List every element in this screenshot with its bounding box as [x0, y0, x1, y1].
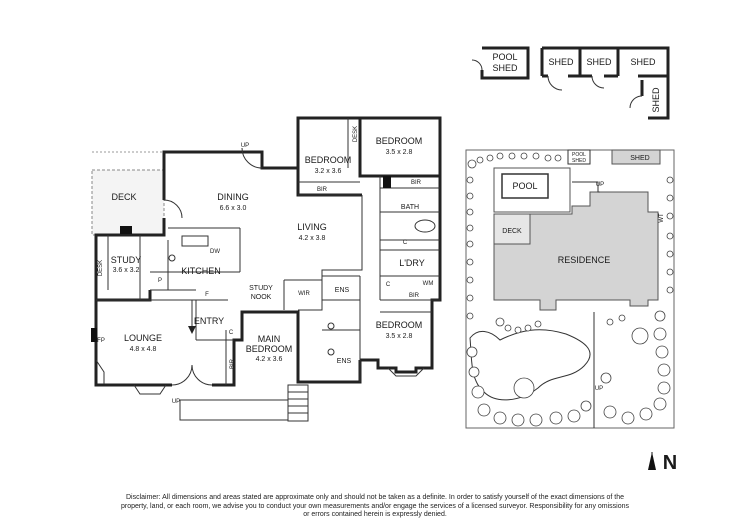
kitchen-label: KITCHEN [181, 266, 221, 276]
site-shed-label: SHED [630, 155, 649, 162]
disclaimer-text: Disclaimer: All dimensions and areas sta… [120, 494, 630, 518]
entry-label: ENTRY [194, 316, 224, 326]
dining-label: DINING [217, 192, 249, 202]
dining-dims: 6.6 x 3.0 [220, 205, 247, 212]
shed1-label: SHED [548, 57, 574, 67]
shed4-label: SHED [651, 87, 661, 113]
site-pool-shed-label-2: SHED [572, 158, 586, 164]
f-label: F [205, 292, 209, 298]
bedroom4-dims: 3.5 x 2.8 [386, 333, 413, 340]
bir1-label: BIR [317, 187, 328, 193]
ens2-label: ENS [337, 358, 352, 365]
residence-footprint [493, 191, 659, 311]
ens1-label: ENS [335, 287, 350, 294]
site-plan [465, 149, 675, 429]
pool-shed-label-2: SHED [492, 63, 518, 73]
up2-label: UP [172, 399, 180, 405]
up1-label: UP [241, 143, 249, 149]
desk1-label: DESK [353, 126, 359, 142]
site-pool-shed [567, 149, 591, 165]
living-dims: 4.2 x 3.8 [299, 235, 326, 242]
bir2-label: BIR [411, 180, 422, 186]
fp-label: FP [97, 338, 105, 344]
bedroom2-label: BEDROOM [305, 155, 352, 165]
pool-shape [501, 173, 549, 199]
main-bedroom-label-2: BEDROOM [246, 344, 293, 354]
shed3-label: SHED [630, 57, 656, 67]
site-deck-label: DECK [502, 228, 522, 235]
bath-label: BATH [401, 204, 419, 211]
study-dims: 3.6 x 3.2 [113, 267, 140, 274]
wm-label: WM [423, 281, 434, 287]
bir4-label: BIR [230, 358, 236, 369]
bedroom3-dims: 3.5 x 2.8 [386, 149, 413, 156]
site-pool-label: POOL [512, 181, 537, 191]
bedroom3-label: BEDROOM [376, 136, 423, 146]
living-label: LIVING [297, 222, 327, 232]
compass-label: N [663, 452, 677, 474]
pool-shed-label-1: POOL [492, 52, 517, 62]
lounge-label: LOUNGE [124, 333, 162, 343]
main-bedroom-dims: 4.2 x 3.6 [256, 356, 283, 363]
site-wt-label: WT [659, 213, 665, 223]
p-label: P [158, 278, 162, 284]
wir-label: WIR [298, 291, 310, 297]
c3-label: C [229, 330, 234, 336]
main-bedroom-label-1: MAIN [258, 334, 281, 344]
site-trees [466, 152, 674, 427]
study-label: STUDY [111, 255, 142, 265]
deck-area [91, 169, 165, 236]
site-residence-label: RESIDENCE [558, 255, 611, 265]
site-pool-shed-label-1: POOL [572, 152, 586, 158]
entry-steps [287, 384, 309, 422]
study-nook-label-1: STUDY [249, 285, 273, 292]
desk2-label: DESK [98, 260, 104, 276]
compass-north-icon [648, 452, 656, 470]
outbuildings [471, 46, 670, 120]
site-up1-label: UP [596, 182, 604, 188]
bir3-label: BIR [409, 293, 420, 299]
laundry-label: L'DRY [399, 258, 425, 268]
bedroom2-dims: 3.2 x 3.6 [315, 168, 342, 175]
site-up2-label: UP [595, 386, 603, 392]
bedroom4-label: BEDROOM [376, 320, 423, 330]
site-deck [493, 213, 531, 245]
c1-label: C [403, 240, 408, 246]
dw-label: DW [210, 249, 220, 255]
shed2-label: SHED [586, 57, 612, 67]
lounge-dims: 4.8 x 4.8 [130, 346, 157, 353]
site-shed [611, 149, 661, 165]
c2-label: C [386, 282, 391, 288]
study-nook-label-2: NOOK [251, 294, 272, 301]
house-floor-plan [91, 116, 442, 422]
deck-label: DECK [111, 192, 136, 202]
